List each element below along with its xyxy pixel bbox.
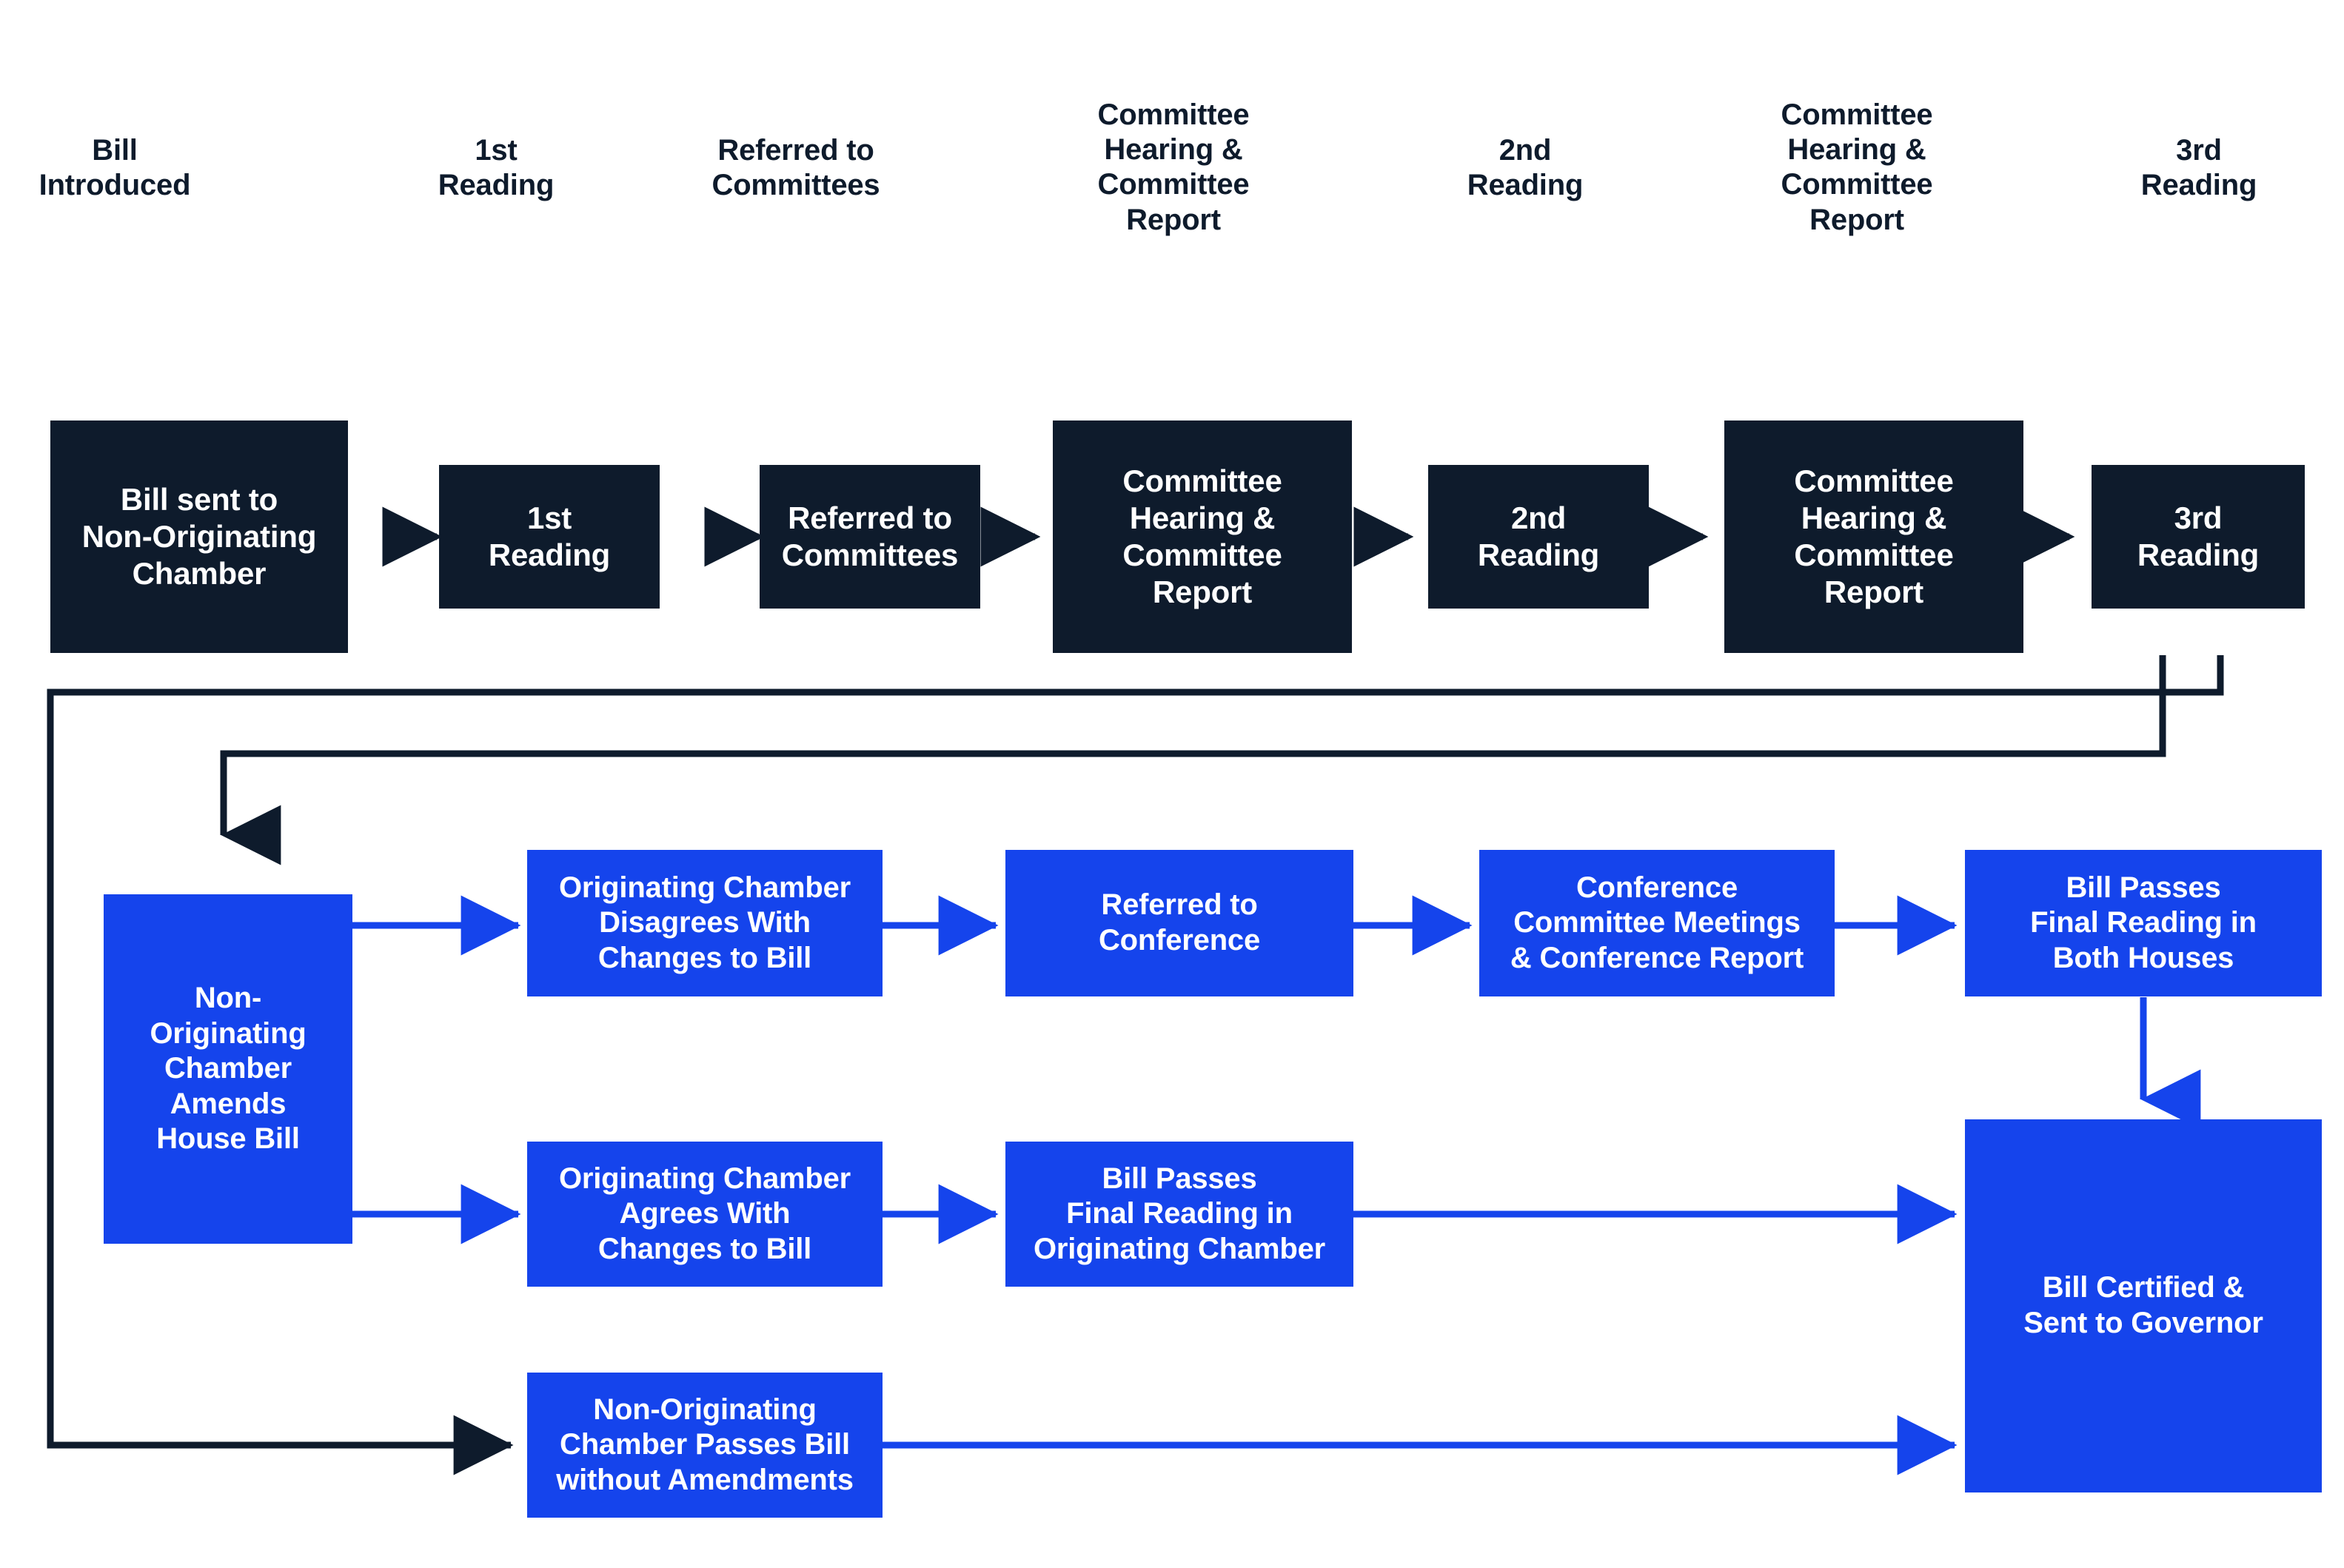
node-first-reading[interactable]: 1st Reading [439,465,660,609]
node-bill-passes-final-reading-originating-chamber[interactable]: Bill Passes Final Reading in Originating… [1005,1142,1353,1287]
header-label-committee-hearing-report-1: Committee Hearing & Committee Report [1097,98,1250,236]
node-referred-to-conference[interactable]: Referred to Conference [1005,850,1353,996]
node-non-originating-chamber-amends-house-bill[interactable]: Non- Originating Chamber Amends House Bi… [104,894,352,1244]
node-referred-to-committees[interactable]: Referred to Committees [760,465,980,609]
header-label-third-reading: 3rd Reading [2140,134,2257,202]
connector-third-reading-to-passes-without-amendments [47,655,2224,1475]
node-conference-committee-meetings[interactable]: Conference Committee Meetings & Conferen… [1479,850,1835,996]
node-committee-hearing-report-1[interactable]: Committee Hearing & Committee Report [1053,421,1352,653]
node-non-originating-chamber-passes-without-amendments[interactable]: Non-Originating Chamber Passes Bill with… [527,1373,883,1518]
node-bill-sent-to-non-originating-chamber[interactable]: Bill sent to Non-Originating Chamber [50,421,348,653]
node-third-reading[interactable]: 3rd Reading [2092,465,2305,609]
header-label-referred-to-committees: Referred to Committees [711,134,880,202]
node-committee-hearing-report-2[interactable]: Committee Hearing & Committee Report [1724,421,2023,653]
header-label-first-reading: 1st Reading [438,134,555,202]
node-second-reading[interactable]: 2nd Reading [1428,465,1649,609]
node-bill-passes-final-reading-both-houses[interactable]: Bill Passes Final Reading in Both Houses [1965,850,2322,996]
header-label-second-reading: 2nd Reading [1467,134,1584,202]
node-originating-chamber-agrees[interactable]: Originating Chamber Agrees With Changes … [527,1142,883,1287]
node-originating-chamber-disagrees[interactable]: Originating Chamber Disagrees With Chang… [527,850,883,996]
connector-third-reading-to-amends [220,655,2166,865]
header-label-bill-introduced: Bill Introduced [38,134,191,202]
node-bill-certified-sent-to-governor[interactable]: Bill Certified & Sent to Governor [1965,1119,2322,1492]
header-label-committee-hearing-report-2: Committee Hearing & Committee Report [1781,98,1933,236]
